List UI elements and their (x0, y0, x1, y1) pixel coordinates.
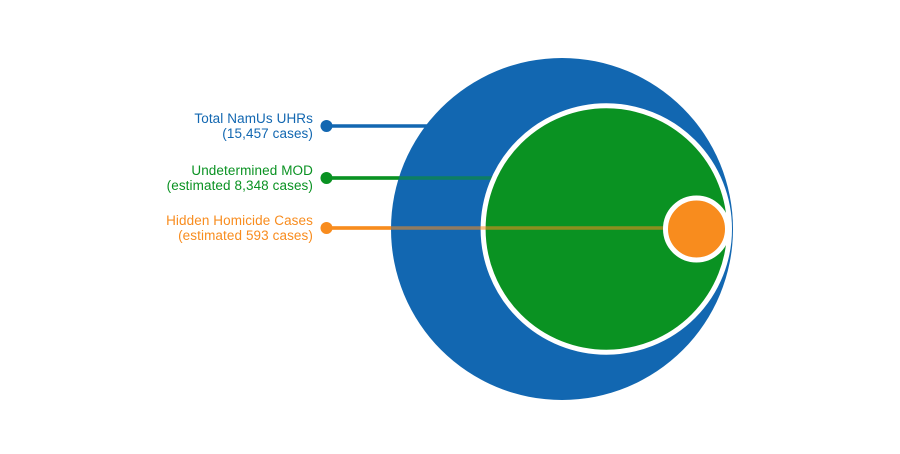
label-hidden-homicide-cases: Hidden Homicide Cases (estimated 593 cas… (166, 213, 313, 243)
label-undetermined-mod-count: (estimated 8,348 cases) (166, 178, 313, 193)
label-total-namus-uhrs: Total NamUs UHRs (15,457 cases) (194, 111, 313, 141)
connector-dot-hidden-homicide-cases (320, 222, 333, 234)
label-undetermined-mod: Undetermined MOD (estimated 8,348 cases) (167, 163, 313, 193)
label-hidden-homicide-cases-title: Hidden Homicide Cases (166, 213, 313, 228)
label-total-namus-uhrs-title: Total NamUs UHRs (194, 111, 313, 126)
connector-dot-total-namus-uhrs (320, 120, 333, 132)
circle-hidden-homicide-cases (663, 195, 730, 263)
connector-dot-undetermined-mod (320, 172, 333, 184)
label-total-namus-uhrs-count: (15,457 cases) (222, 126, 313, 141)
label-undetermined-mod-title: Undetermined MOD (191, 163, 313, 178)
label-hidden-homicide-cases-count: (estimated 593 cases) (178, 228, 313, 243)
